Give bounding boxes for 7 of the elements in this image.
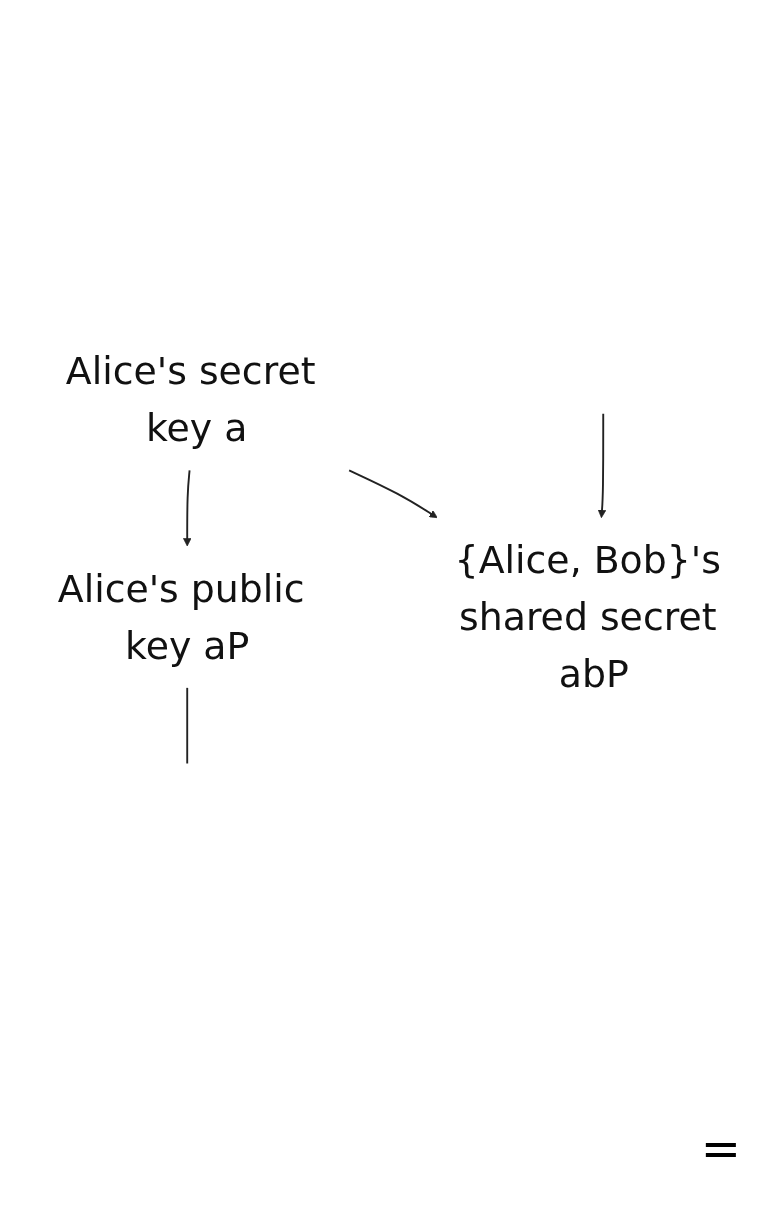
node-label: Alice's public key aP xyxy=(57,566,305,667)
arrow xyxy=(348,469,438,518)
arrow xyxy=(183,469,192,547)
equals-sign: = xyxy=(699,1120,741,1176)
node-label: {Alice, Bob}'s shared secret abP xyxy=(454,538,721,696)
arrow xyxy=(597,412,607,518)
node-label: Alice's secret key a xyxy=(65,349,316,450)
